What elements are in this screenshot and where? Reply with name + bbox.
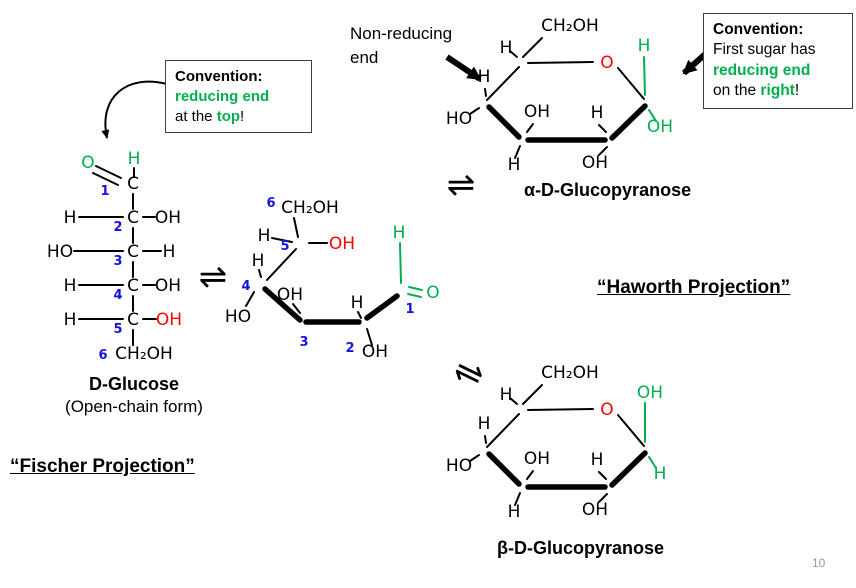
atom-label: H: [258, 226, 271, 246]
equilibrium-arrow: ⇌: [447, 349, 490, 397]
atom-label: OH: [647, 117, 673, 137]
fischer-bonds: [73, 165, 162, 346]
atom-label: C: [127, 276, 139, 296]
non-reducing-end-label: Non-reducing end: [350, 22, 452, 70]
convention-left-curved-arrow: [101, 80, 168, 139]
atom-label: 5: [113, 322, 122, 337]
convention-right-line2: First sugar has: [713, 41, 816, 59]
atom-label: HO: [225, 307, 251, 327]
atom-label: HO: [446, 456, 472, 476]
atom-label: OH: [524, 102, 550, 122]
atom-label: HO: [446, 109, 472, 129]
atom-label: CH₂OH: [115, 344, 173, 364]
atom-label: C: [127, 310, 139, 330]
atom-label: H: [591, 450, 604, 470]
atom-label: 4: [241, 279, 250, 294]
atom-label: H: [638, 36, 651, 56]
convention-right-reducing-end: reducing end: [713, 61, 811, 79]
convention-right-box: Convention: First sugar has reducing end…: [703, 13, 853, 109]
alpha-bonds: [469, 37, 657, 159]
convention-right-line4-pre: on the: [713, 82, 761, 100]
atom-label: H: [128, 149, 141, 169]
atom-label: OH: [582, 500, 608, 520]
atom-label: CH₂OH: [281, 198, 339, 218]
atom-label: H: [351, 293, 364, 313]
atom-label: OH: [277, 285, 303, 305]
atom-label: H: [500, 38, 513, 58]
convention-left-title: Convention:: [175, 68, 263, 85]
atom-label: 6: [98, 348, 107, 363]
atom-label: H: [64, 310, 77, 330]
convention-right-line4-post: !: [794, 82, 800, 100]
atom-label: O: [600, 53, 613, 73]
d-glucose-label: D-Glucose: [88, 374, 180, 394]
convention-right-right-highlight: right: [760, 82, 795, 100]
alpha-glucopyranose-label: α-D-Glucopyranose: [524, 180, 692, 200]
atom-label: O: [426, 283, 439, 303]
atom-label: 1: [100, 184, 109, 199]
non-reducing-line2: end: [350, 47, 379, 67]
non-reducing-arrow: [445, 54, 482, 82]
convention-left-line3-post: !: [240, 107, 245, 125]
atom-label: 3: [299, 335, 308, 350]
atom-label: OH: [155, 276, 181, 296]
atom-label: OH: [524, 449, 550, 469]
atom-label: H: [252, 251, 265, 271]
middle-bonds: [245, 217, 423, 346]
equilibrium-arrow: ⇌: [199, 257, 228, 297]
atom-label: H: [591, 103, 604, 123]
convention-left-top-highlight: top: [216, 107, 241, 125]
convention-left-line3: at the top!: [175, 107, 302, 127]
atom-label: CH₂OH: [541, 363, 599, 383]
haworth-projection-title: “Haworth Projection”: [597, 277, 791, 298]
beta-bonds: [469, 384, 657, 506]
atom-label: 2: [345, 341, 354, 356]
atom-label: OH: [582, 153, 608, 173]
atom-label: 1: [405, 302, 414, 317]
equilibrium-arrow: ⇌: [447, 165, 476, 205]
atom-label: H: [64, 208, 77, 228]
convention-right-title: Convention:: [713, 21, 804, 38]
atom-label: 2: [113, 220, 122, 235]
page-number: 10: [812, 556, 826, 570]
atom-label: OH: [155, 208, 181, 228]
atom-label: 4: [113, 288, 122, 303]
atom-label: 3: [113, 254, 122, 269]
atom-label: HO: [47, 242, 73, 262]
open-chain-form-label: (Open-chain form): [65, 397, 203, 416]
beta-glucopyranose-label: β-D-Glucopyranose: [497, 538, 665, 558]
convention-left-line3-pre: at the: [175, 107, 217, 125]
atom-label: O: [600, 400, 613, 420]
atom-label: H: [508, 502, 521, 522]
atom-label: 5: [280, 239, 289, 254]
atom-label: H: [393, 223, 406, 243]
atom-label: C: [127, 174, 139, 194]
atom-label: H: [478, 414, 491, 434]
atom-label: H: [654, 464, 667, 484]
non-reducing-line1: Non-reducing: [350, 24, 453, 43]
atom-label: OH: [329, 234, 355, 254]
atom-label: H: [64, 276, 77, 296]
atom-label: C: [127, 242, 139, 262]
atom-label: 6: [266, 196, 275, 211]
convention-left-reducing-end: reducing end: [175, 87, 270, 105]
atom-label: H: [508, 155, 521, 175]
atom-label: C: [127, 208, 139, 228]
atom-label: O: [81, 153, 94, 173]
convention-right-line4: on the right!: [713, 81, 843, 101]
atom-label: OH: [156, 310, 182, 330]
convention-left-box: Convention: reducing end at the top!: [165, 60, 312, 134]
atom-label: H: [163, 242, 176, 262]
atom-label: OH: [637, 383, 663, 403]
atom-label: CH₂OH: [541, 16, 599, 36]
atom-label: H: [500, 385, 513, 405]
atom-label: OH: [362, 342, 388, 362]
fischer-projection-title: “Fischer Projection”: [10, 456, 195, 477]
